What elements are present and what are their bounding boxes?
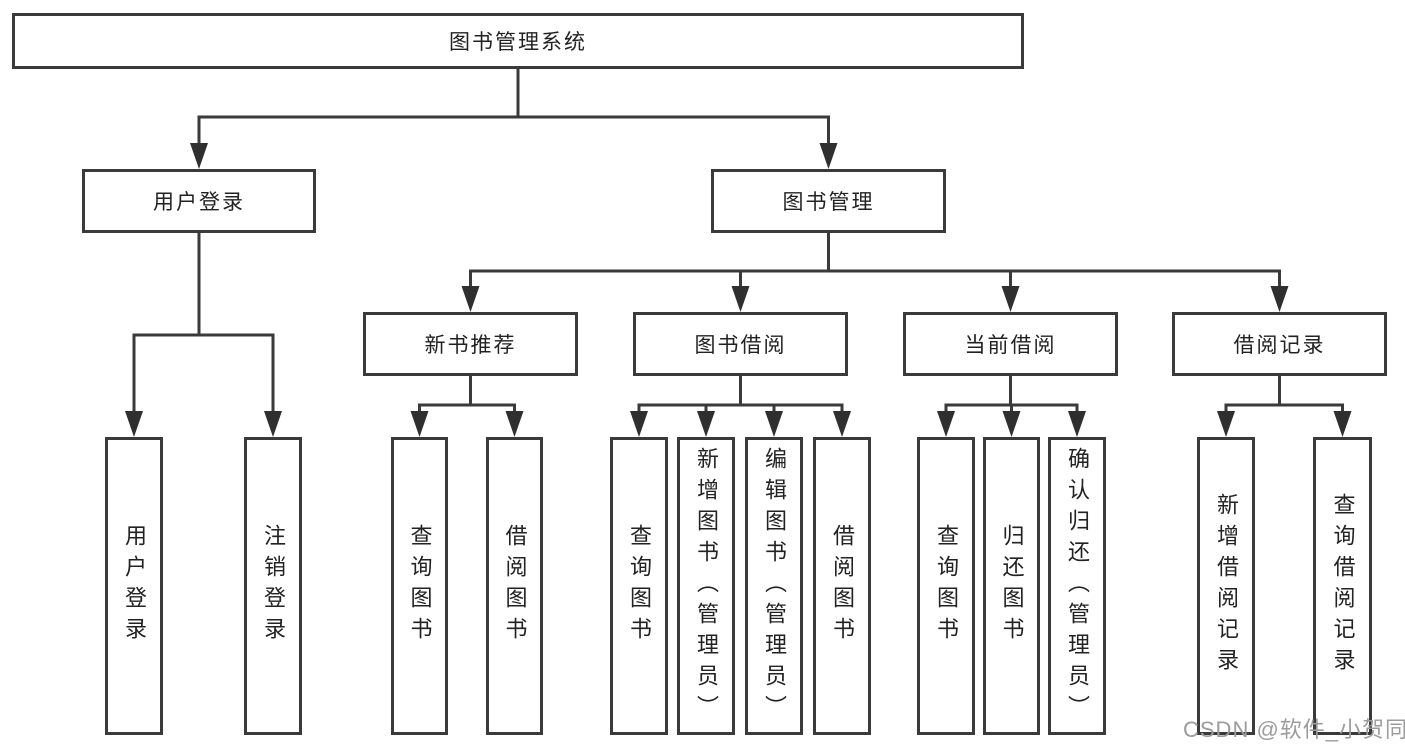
node-book-management-label: 图书管理 [782,191,875,214]
connector [197,115,830,145]
leaf-query-books-1: 查询图书 [391,437,448,735]
connector [1224,403,1344,414]
connector [132,333,275,413]
csdn-watermark: CSDN @软件_小贺同学 [1183,717,1405,742]
leaf-confirm-return-admin: 确认归还（管理员） [1048,437,1106,735]
leaf-query-books-3-label: 查询图书 [934,524,959,648]
node-root: 图书管理系统 [12,13,1024,69]
connector [469,269,1281,289]
leaf-edit-book-admin: 编辑图书（管理员） [745,437,803,735]
leaf-borrow-books-1: 借阅图书 [486,437,543,735]
node-book-borrow-label: 图书借阅 [694,334,787,357]
arrowhead [1001,286,1020,312]
leaf-query-borrow-record: 查询借阅记录 [1313,437,1372,735]
node-new-book-recommend: 新书推荐 [363,312,578,376]
node-current-borrow-label: 当前借阅 [964,334,1057,357]
node-root-label: 图书管理系统 [449,31,587,54]
leaf-borrow-books-1-label: 借阅图书 [502,524,528,648]
connector [418,403,516,414]
leaf-return-books-label: 归还图书 [999,524,1025,648]
leaf-add-book-admin: 新增图书（管理员） [677,437,735,735]
leaf-confirm-return-admin-label: 确认归还（管理员） [1065,446,1090,726]
arrowhead [697,411,715,437]
leaf-query-books-2-label: 查询图书 [627,524,652,648]
arrowhead [1217,411,1235,437]
leaf-logout-login-label: 注销登录 [261,524,286,648]
leaf-query-books-3: 查询图书 [917,437,975,735]
leaf-edit-book-admin-label: 编辑图书（管理员） [762,446,787,726]
leaf-query-books-2: 查询图书 [610,437,668,735]
arrowhead [190,143,208,169]
leaf-user-login: 用户登录 [105,437,163,735]
leaf-user-login-label: 用户登录 [122,524,147,648]
arrowhead [410,411,429,437]
arrowhead [1068,411,1086,437]
node-new-book-recommend-label: 新书推荐 [424,334,517,357]
arrowhead [765,411,783,437]
leaf-return-books: 归还图书 [983,437,1040,735]
arrowhead [731,286,750,312]
arrowhead [937,411,955,437]
leaf-query-borrow-record-label: 查询借阅记录 [1330,493,1356,679]
node-user-login: 用户登录 [82,169,316,233]
node-current-borrow: 当前借阅 [903,312,1118,376]
leaf-borrow-books-2-label: 借阅图书 [830,524,855,648]
leaf-add-book-admin-label: 新增图书（管理员） [694,446,719,726]
arrowhead [1002,411,1021,437]
arrowhead [819,143,838,169]
connector [637,403,844,414]
arrowhead [125,411,143,437]
node-book-management: 图书管理 [711,169,946,233]
arrowhead [1270,286,1289,312]
node-borrow-records: 借阅记录 [1172,312,1387,376]
arrowhead [505,411,524,437]
leaf-query-books-1-label: 查询图书 [407,524,433,648]
node-borrow-records-label: 借阅记录 [1233,334,1326,357]
leaf-add-borrow-record: 新增借阅记录 [1197,437,1255,735]
node-book-borrow: 图书借阅 [633,312,848,376]
node-user-login-label: 用户登录 [153,191,245,214]
arrowhead [1333,411,1352,437]
arrowhead [833,411,851,437]
leaf-add-borrow-record-label: 新增借阅记录 [1214,493,1239,679]
arrowhead [461,286,480,312]
leaf-borrow-books-2: 借阅图书 [813,437,871,735]
arrowhead [264,411,282,437]
leaf-logout-login: 注销登录 [244,437,302,735]
arrowhead [630,411,648,437]
